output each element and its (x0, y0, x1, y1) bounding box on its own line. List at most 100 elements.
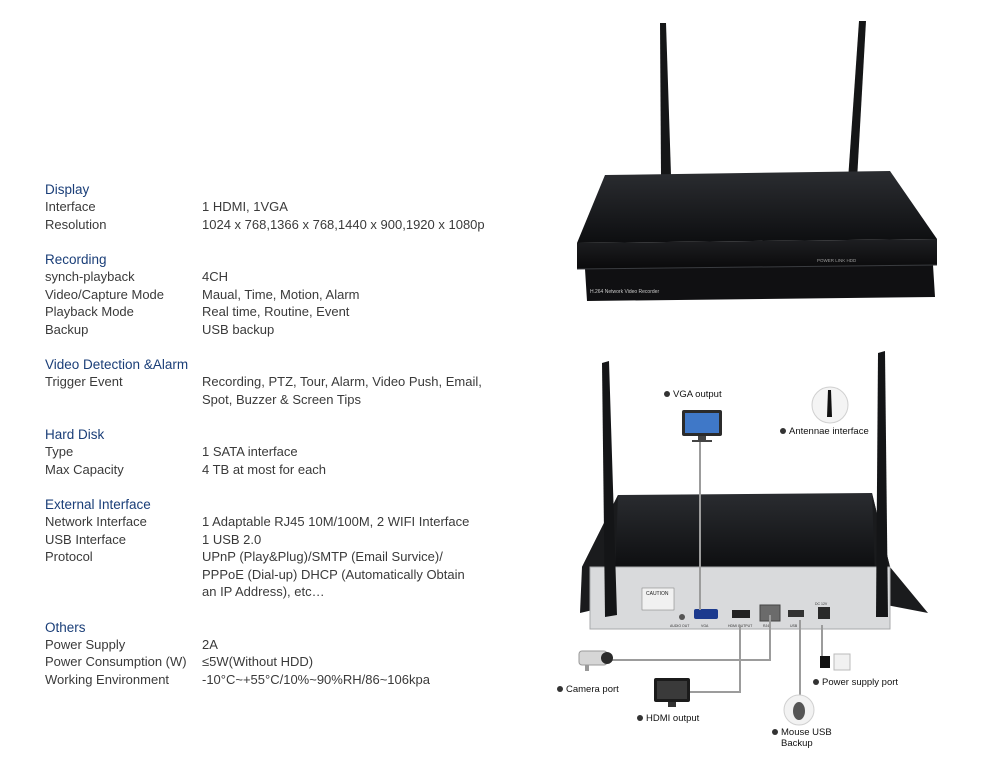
callout-label: Mouse USB Backup (781, 727, 832, 749)
callout-label: VGA output (673, 389, 722, 400)
spec-label: synch-playback (45, 269, 135, 284)
nvr-front-view: POWER LINK HDD H.264 Network Video Recor… (576, 21, 938, 301)
antenna-icon (811, 386, 849, 424)
callout-mouse-usb-backup: Mouse USB Backup (772, 727, 832, 749)
spec-value: Recording, PTZ, Tour, Alarm, Video Push,… (202, 374, 482, 407)
callout-antennae-interface: Antennae interface (780, 426, 869, 437)
callout-power-supply-port: Power supply port (813, 677, 898, 688)
spec-row: Type 1 SATA interface (45, 443, 565, 461)
callout-label: HDMI output (646, 713, 700, 724)
callout-vga-output: VGA output (664, 389, 722, 400)
indicator-label: POWER LINK HDD (817, 258, 857, 263)
spec-row: Max Capacity 4 TB at most for each (45, 461, 565, 479)
audio-out-port-icon (679, 614, 685, 620)
section-external-interface: External Interface Network Interface 1 Ad… (45, 496, 565, 601)
spec-row: Protocol UPnP (Play&Plug)/SMTP (Email Sur… (45, 548, 565, 601)
antenna-left-icon (602, 361, 617, 617)
spec-label: Trigger Event (45, 374, 123, 389)
callout-hdmi-output: HDMI output (637, 713, 699, 724)
nvr-rear-top-surface (582, 493, 890, 567)
spec-value: 1 USB 2.0 (202, 531, 262, 547)
spec-row: Working Environment -10°C~+55°C/10%~90%RH… (45, 671, 565, 689)
nvr-rear-view: CAUTION AUDIO OUT VGA HDMI OUTPUT RJ45 U… (580, 351, 928, 630)
spec-value: 4CH (202, 269, 229, 284)
callout-label: Power supply port (822, 677, 899, 688)
port-label-usb: USB (790, 624, 798, 628)
spec-row: USB Interface 1 USB 2.0 (45, 531, 565, 549)
spec-row: Playback Mode Real time, Routine, Event (45, 303, 565, 321)
spec-row: Power Consumption (W)≤5W(Without HDD) (45, 653, 565, 671)
spec-label: Working Environment (45, 671, 170, 687)
vga-monitor-icon (682, 410, 722, 442)
section-title-hard-disk: Hard Disk (45, 427, 105, 442)
spec-value: 4 TB at most for each (202, 461, 327, 477)
spec-row: Trigger Event Recording, PTZ, Tour, Alarm… (45, 373, 565, 408)
bullet-icon (557, 686, 563, 692)
spec-value: USB backup (202, 321, 275, 337)
caution-label: CAUTION (646, 591, 669, 597)
antenna-left-icon (660, 23, 671, 175)
nvr-rear-panel (589, 566, 891, 630)
bullet-icon (813, 679, 819, 685)
camera-icon (578, 650, 613, 671)
callout-label: Antennae interface (789, 426, 869, 437)
spec-row: Backup USB backup (45, 321, 565, 339)
spec-label: Interface (45, 199, 96, 214)
spec-label: Protocol (45, 549, 93, 564)
spec-value: UPnP (Play&Plug)/SMTP (Email Survice)/ P… (202, 549, 465, 599)
callout-camera-port: Camera port (557, 684, 619, 695)
spec-value: 1 Adaptable RJ45 10M/100M, 2 WIFI Interf… (202, 514, 470, 529)
dc-power-port-icon (818, 607, 830, 619)
spec-row: Network Interface 1 Adaptable RJ45 10M/10… (45, 513, 565, 531)
antenna-right-icon (848, 21, 866, 180)
brand-label: H.264 Network Video Recorder (590, 289, 659, 295)
nvr-front-panel (577, 239, 937, 269)
spec-value: Real time, Routine, Event (202, 304, 350, 319)
port-label-vga: VGA (701, 624, 709, 628)
nvr-top-surface (577, 171, 937, 243)
nvr-base (585, 265, 935, 301)
section-others: Others Power Supply 2A Power Consumption… (45, 619, 565, 689)
bullet-icon (780, 428, 786, 434)
section-title-external: External Interface (45, 497, 151, 512)
mouse-icon (783, 694, 815, 726)
spec-value: Maual, Time, Motion, Alarm (202, 286, 360, 302)
usb-port-icon (788, 610, 804, 617)
spec-row: synch-playback 4CH (45, 268, 565, 286)
spec-label: Type (45, 444, 74, 459)
spec-row: Resolution 1024 x 768,1366 x 768,1440 x 9… (45, 216, 565, 234)
hdmi-port-icon (732, 610, 750, 618)
vga-port-icon (694, 609, 718, 619)
callout-label: Camera port (566, 684, 619, 695)
antenna-right-icon (876, 351, 888, 617)
port-label-audio: AUDIO OUT (670, 624, 690, 628)
spec-label: Playback Mode (45, 304, 134, 319)
section-recording: Recording synch-playback 4CH Video/Captur… (45, 251, 565, 338)
section-hard-disk: Hard Disk Type 1 SATA interface Max Capac… (45, 426, 565, 478)
spec-value: 2A (202, 636, 218, 652)
spec-value: 1024 x 768,1366 x 768,1440 x 900,1920 x … (202, 216, 485, 232)
section-title-others: Others (45, 619, 86, 635)
spec-label: Backup (45, 321, 89, 337)
hdmi-monitor-icon (654, 678, 690, 707)
section-title-recording: Recording (45, 252, 107, 267)
spec-value: 1 SATA interface (202, 444, 298, 459)
spec-row: Power Supply 2A (45, 636, 565, 654)
section-title-alarm: Video Detection &Alarm (45, 357, 189, 372)
spec-value: -10°C~+55°C/10%~90%RH/86~106kpa (202, 671, 430, 687)
spec-label: Max Capacity (45, 461, 124, 477)
caution-sticker (641, 587, 675, 611)
port-label-dc: DC 12V (815, 602, 828, 606)
spec-label: Network Interface (45, 514, 147, 529)
power-adapter-icon (820, 653, 851, 671)
spec-label: USB Interface (45, 531, 126, 547)
spec-label: Resolution (45, 216, 107, 232)
bullet-icon (664, 391, 670, 397)
spec-label: Power Consumption (W) (45, 654, 187, 669)
section-title-display: Display (45, 182, 90, 197)
bullet-icon (772, 729, 778, 735)
